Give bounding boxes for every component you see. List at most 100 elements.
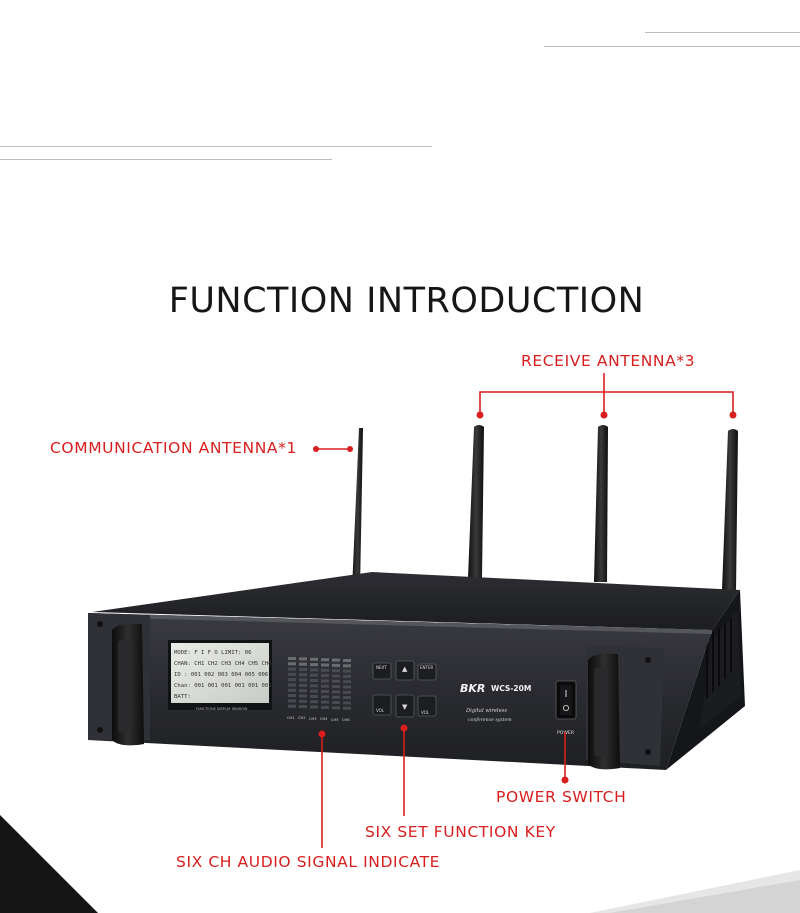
audio-level-led [299, 699, 307, 703]
audio-level-led [288, 667, 296, 671]
audio-level-led [321, 674, 329, 678]
audio-level-led [299, 662, 307, 666]
audio-level-led [288, 662, 296, 666]
channel-label: CH5 [331, 718, 339, 722]
audio-level-led [332, 690, 340, 694]
audio-level-led [321, 700, 329, 704]
audio-level-led [299, 657, 307, 661]
display-window-label: FUNCTIONS DISPLAY WINDOW [196, 707, 248, 711]
decor-line-left-1 [0, 146, 432, 147]
model-name: WCS-20M [491, 684, 531, 693]
audio-level-led [288, 694, 296, 698]
audio-level-led [288, 699, 296, 703]
audio-level-led [332, 695, 340, 699]
audio-level-led [332, 706, 340, 710]
audio-level-led [310, 673, 318, 677]
channel-label: CH1 [287, 716, 295, 720]
decor-line-top-right-1 [645, 32, 800, 33]
audio-level-led [310, 694, 318, 698]
audio-level-led [343, 680, 351, 684]
audio-level-led [310, 679, 318, 682]
audio-level-led [332, 669, 340, 673]
audio-level-led [343, 690, 351, 694]
lcd-line: CHAN: CH1 CH2 CH3 CH4 CH5 CH6 [174, 661, 272, 667]
audio-level-led [321, 663, 329, 667]
audio-level-led [343, 669, 351, 673]
up-key[interactable] [395, 660, 415, 681]
channel-label: CH6 [342, 718, 350, 722]
receive-antenna-label: RECEIVE ANTENNA*3 [521, 352, 696, 370]
audio-level-led [310, 668, 318, 672]
audio-level-led [332, 685, 340, 689]
audio-level-led [310, 663, 318, 667]
callout-dots [313, 411, 737, 784]
down-key[interactable] [395, 694, 415, 718]
audio-level-led [288, 688, 296, 692]
enter-key[interactable] [417, 663, 437, 681]
vol-up-key[interactable] [417, 695, 437, 717]
audio-level-led [321, 658, 329, 662]
decor-line-top-right-2 [544, 46, 800, 47]
audio-level-led [321, 679, 329, 683]
audio-level-led [288, 657, 296, 660]
audio-level-led [332, 701, 340, 704]
function-keys[interactable]: NEXT ▲ ENTER VOL ▼ VOL [372, 660, 437, 718]
audio-level-led [299, 678, 307, 682]
communication-antenna-label: COMMUNICATION ANTENNA*1 [50, 439, 297, 457]
receive-antenna-1 [468, 425, 484, 578]
audio-level-led [299, 689, 307, 693]
audio-level-led [310, 689, 318, 693]
power-switch[interactable]: POWER [555, 680, 577, 736]
audio-level-led [321, 668, 329, 672]
receive-antenna-2 [594, 425, 608, 582]
audio-level-led [321, 690, 329, 693]
audio-level-led [299, 668, 307, 671]
audio-level-led [310, 700, 318, 704]
right-handle [588, 653, 620, 770]
power-label: POWER [557, 730, 575, 736]
audio-level-led [299, 683, 307, 687]
audio-level-led [343, 706, 351, 710]
left-handle [112, 623, 144, 746]
brand-name: BKR [460, 682, 485, 695]
power-switch-label: POWER SWITCH [496, 788, 627, 806]
audio-level-led [310, 705, 318, 709]
audio-level-led [343, 664, 351, 668]
audio-level-led [288, 672, 296, 676]
channel-label: CH3 [309, 717, 317, 721]
audio-level-led [332, 679, 340, 683]
audio-level-led [332, 663, 340, 667]
function-display-window: MODE: F I F O LIMIT: 06 CHAN: CH1 CH2 CH… [168, 640, 272, 711]
next-key-label: NEXT [376, 665, 387, 670]
communication-antenna [352, 428, 363, 590]
vol-key-label: VOL [376, 708, 385, 713]
audio-level-led [288, 683, 296, 687]
lcd-line: ID : 001 002 003 004 005 006 [174, 672, 268, 678]
audio-level-led [343, 696, 351, 700]
audio-level-led [343, 701, 351, 705]
audio-level-led [310, 657, 318, 661]
audio-level-led [332, 658, 340, 662]
callout-leaders [316, 373, 734, 848]
audio-level-led [288, 704, 296, 708]
audio-level-led [343, 659, 351, 662]
audio-level-led [321, 684, 329, 688]
product-subtitle-1: Digital wireless [465, 708, 507, 714]
audio-level-led [343, 674, 351, 678]
next-key[interactable] [372, 662, 392, 680]
audio-level-led [299, 705, 307, 709]
lcd-line: BATT: [174, 694, 191, 700]
down-arrow-icon: ▼ [402, 703, 408, 711]
audio-level-led [310, 684, 318, 688]
function-key-label: SIX SET FUNCTION KEY [365, 823, 556, 841]
audio-level-led [299, 673, 307, 677]
channel-label: CH2 [298, 716, 306, 720]
audio-level-led [332, 674, 340, 678]
channel-label: CH4 [320, 717, 328, 721]
lcd-line: MODE: F I F O LIMIT: 06 [174, 650, 251, 656]
vol-down-key[interactable] [372, 694, 392, 716]
up-arrow-icon: ▲ [402, 665, 408, 673]
enter-key-label: ENTER [420, 665, 433, 670]
